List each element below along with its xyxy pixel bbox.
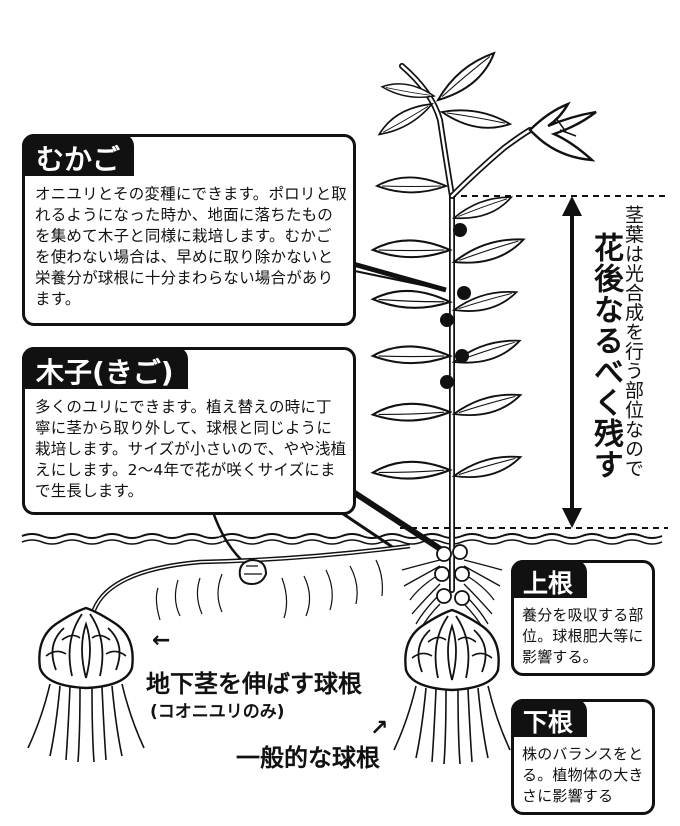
mukago-body: オニユリとその変種にできます。ポロリと取れるようになった時か、地面に落ちたものを… xyxy=(35,184,347,310)
mukago-title: むかご xyxy=(22,134,134,176)
kigo-title: 木子(きご) xyxy=(22,347,188,389)
underground-bulb-label: 地下茎を伸ばす球根 xyxy=(146,664,362,699)
stem-note-main: 花後なるべく残す xyxy=(583,232,627,480)
general-bulb xyxy=(394,610,510,764)
general-bulb-label: 一般的な球根 xyxy=(236,738,380,773)
lower-root-body: 株のバランスをとる。植物体の大きさに影響する xyxy=(522,744,648,807)
bulbil-dot xyxy=(453,223,467,237)
underground-roots xyxy=(156,560,382,620)
arrow-left-icon: ← xyxy=(152,628,170,653)
lily-flower xyxy=(530,104,596,160)
bulbil-dot xyxy=(455,349,469,363)
bulbil-dot xyxy=(457,286,471,300)
underground-bulb xyxy=(28,608,144,762)
bulbil-dot xyxy=(440,313,454,327)
mukago-info-box: むかご オニユリとその変種にできます。ポロリと取れるようになった時か、地面に落ち… xyxy=(22,134,356,326)
underground-bulb-note: (コオニユリのみ) xyxy=(150,697,285,722)
kigo-info-box: 木子(きご) 多くのユリにできます。植え替えの時に丁寧に茎から取り外して、球根と… xyxy=(22,347,356,515)
upper-root-info-box: 上根 養分を吸収する部位。球根肥大等に影響する。 xyxy=(511,560,655,676)
lower-root-title: 下根 xyxy=(511,699,587,737)
upper-root-body: 養分を吸収する部位。球根肥大等に影響する。 xyxy=(522,605,648,668)
ground-line xyxy=(22,534,662,538)
lower-root-info-box: 下根 株のバランスをとる。植物体の大きさに影響する xyxy=(511,699,655,815)
kigo-body: 多くのユリにできます。植え替えの時に丁寧に茎から取り外して、球根と同じように栽培… xyxy=(35,397,347,502)
bulbil-dot xyxy=(440,375,454,389)
upper-root-title: 上根 xyxy=(511,560,587,598)
underground-kigo xyxy=(240,560,266,584)
